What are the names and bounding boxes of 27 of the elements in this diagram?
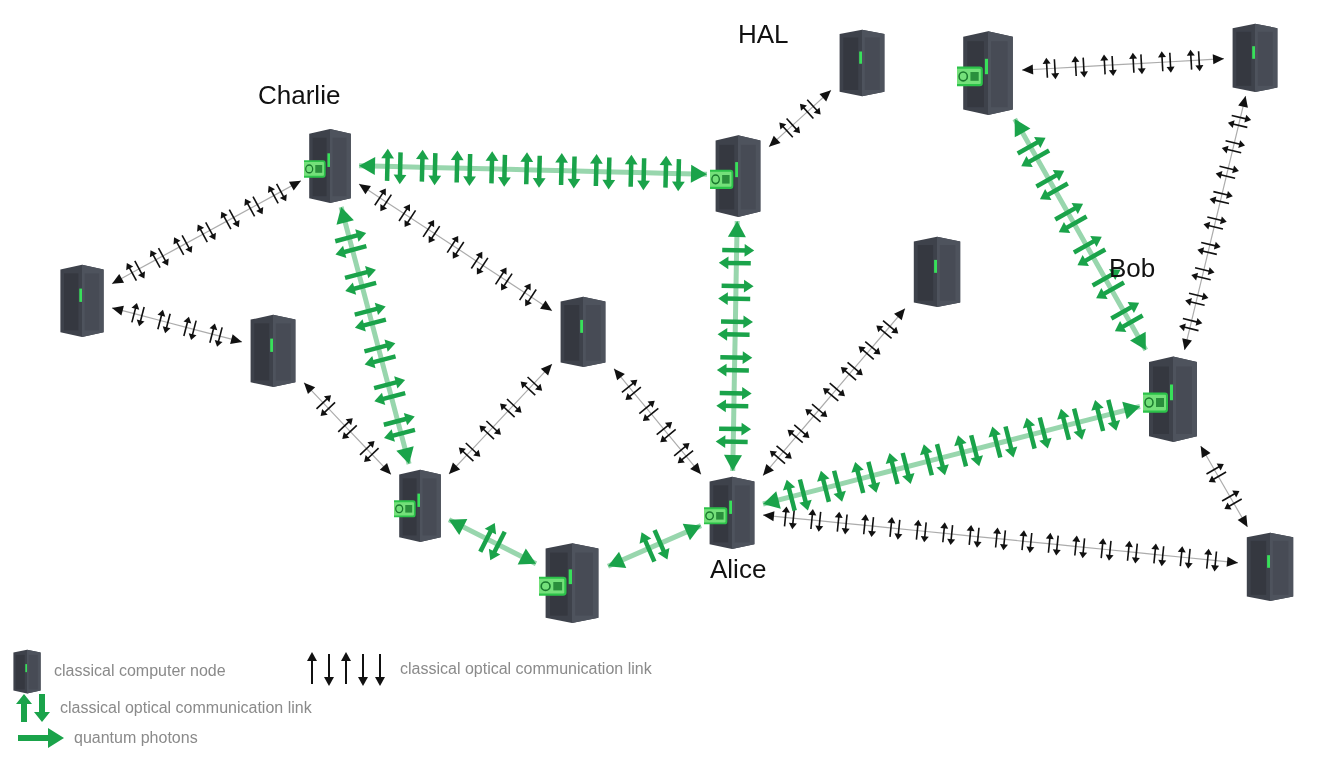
classical-link bbox=[1179, 95, 1251, 351]
node-name: HAL bbox=[738, 19, 789, 50]
quantum-photon-link bbox=[762, 399, 1141, 512]
legend-text: classical optical communication link bbox=[60, 699, 312, 717]
classical-link bbox=[111, 303, 243, 347]
quantum-photon-link bbox=[1012, 117, 1148, 352]
classical-link bbox=[111, 180, 302, 285]
classical-link bbox=[1021, 49, 1225, 80]
quantum-photon-link bbox=[358, 148, 708, 192]
legend-text: classical optical communication link bbox=[400, 660, 652, 678]
node-name: Charlie bbox=[258, 80, 341, 111]
classical-link bbox=[762, 308, 906, 477]
quantum-photon-link bbox=[715, 220, 754, 472]
quantum-photon-link bbox=[447, 517, 538, 567]
classical-link bbox=[1200, 445, 1249, 528]
legend-text: classical computer node bbox=[54, 662, 226, 680]
classical-link bbox=[762, 506, 1239, 572]
legend-text: quantum photons bbox=[74, 729, 198, 747]
quantum-photon-link bbox=[607, 523, 702, 569]
classical-link bbox=[448, 363, 553, 475]
classical-link bbox=[358, 183, 553, 312]
classical-link bbox=[303, 382, 392, 475]
node-name: Alice bbox=[710, 554, 767, 585]
node-name: Bob bbox=[1109, 253, 1156, 284]
classical-link bbox=[768, 89, 832, 148]
quantum-photon-link bbox=[334, 206, 416, 465]
classical-link bbox=[613, 368, 702, 475]
